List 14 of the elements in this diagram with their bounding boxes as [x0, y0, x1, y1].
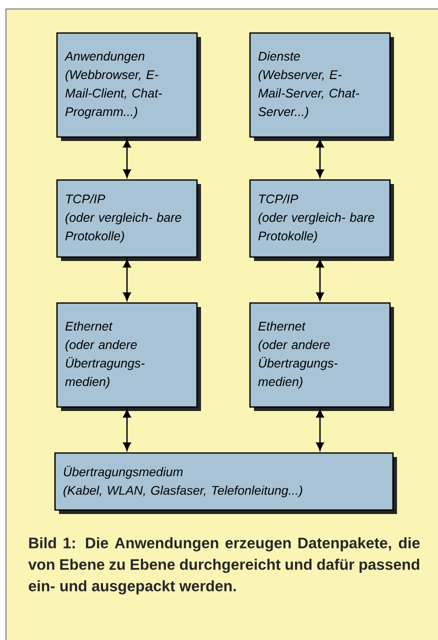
- arrow: [316, 259, 324, 301]
- layer-box: Dienste (Webserver, E-Mail-Server, Chat-Server...): [249, 32, 394, 141]
- layer-box: TCP/IP (oder vergleich- bare Protokolle): [249, 179, 394, 261]
- caption: Bild 1: Die Anwendungen erzeugen Datenpakete, die von Ebene zu Ebene durchgereicht und dafür passend ein- und ausgepackt werden.: [28, 537, 420, 594]
- arrow: [123, 139, 131, 178]
- layer-box: TCP/IP (oder vergleich- bare Protokolle): [56, 179, 201, 261]
- arrow: [123, 409, 131, 451]
- arrow: [123, 259, 131, 301]
- arrow: [316, 409, 324, 451]
- layer-box: Übertragungsmedium (Kabel, WLAN, Glasfaser, Telefonleitung...): [54, 452, 397, 514]
- layer-box: Anwendungen (Webbrowser, E-Mail-Client, Chat-Programm...): [56, 32, 201, 141]
- arrow: [316, 139, 324, 178]
- layer-box: Ethernet (oder andere Übertragungs- medien): [56, 302, 201, 411]
- layer-box: Ethernet (oder andere Übertragungs- medien): [249, 302, 394, 411]
